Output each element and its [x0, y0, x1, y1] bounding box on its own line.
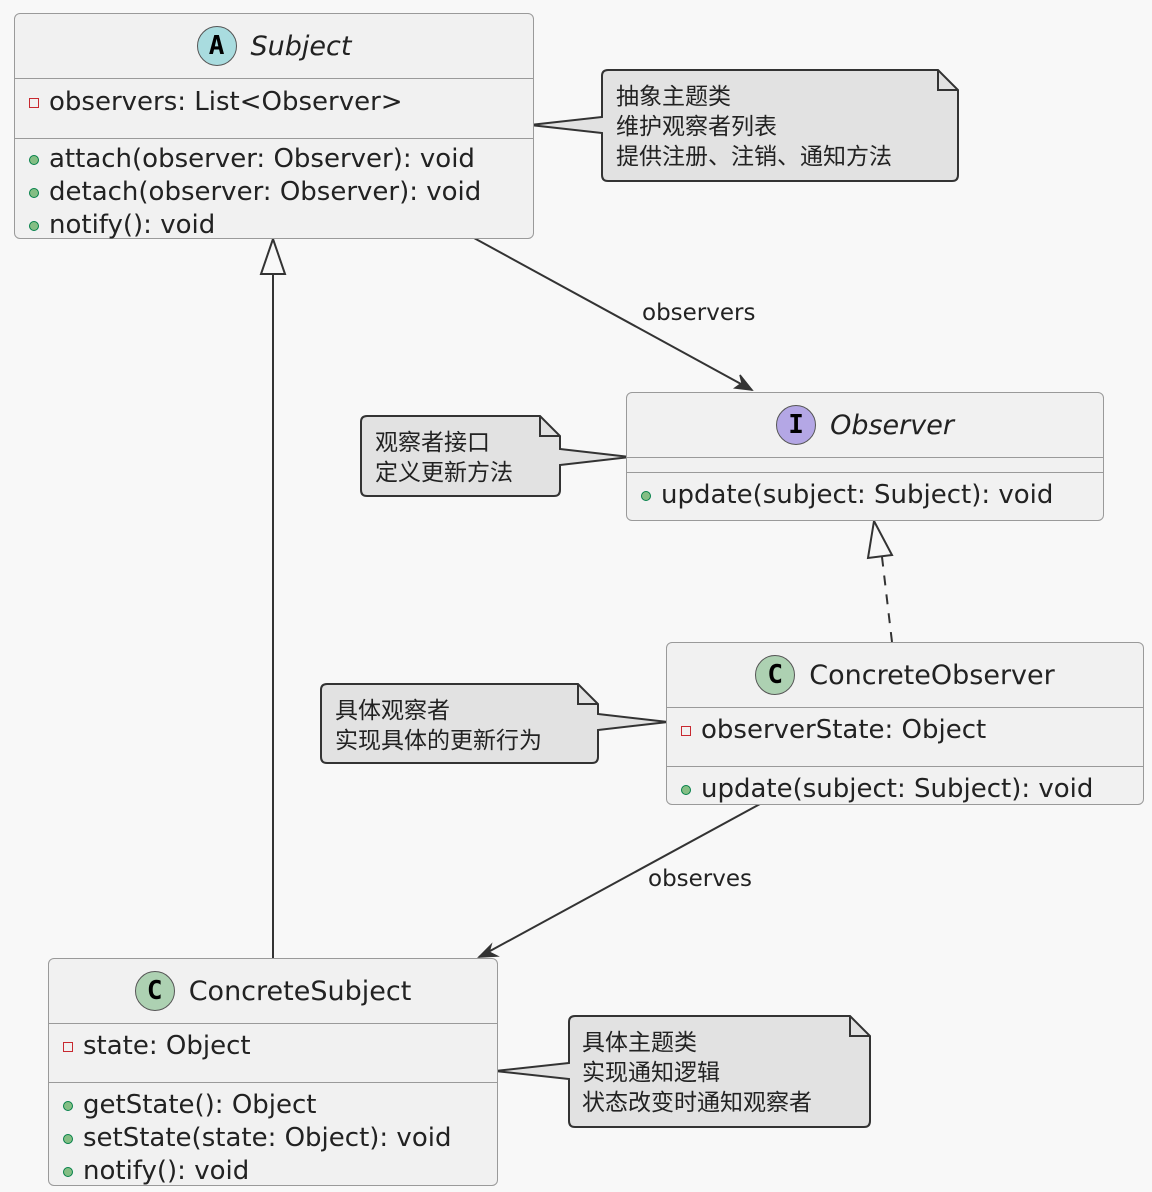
note-line: 维护观察者列表	[616, 114, 777, 140]
note-line: 实现通知逻辑	[582, 1060, 720, 1086]
class-concrete-subject[interactable]: C ConcreteSubject state: Object getState…	[48, 958, 498, 1186]
public-icon	[63, 1166, 73, 1177]
note-observer: 观察者接口 定义更新方法	[363, 420, 525, 496]
note-line: 具体观察者	[335, 698, 450, 724]
note-line: 具体主题类	[582, 1030, 697, 1056]
public-icon	[641, 490, 651, 501]
methods-section: update(subject: Subject): void	[627, 473, 1103, 516]
class-icon: C	[134, 971, 175, 1011]
note-fold-concrete-subject	[849, 1016, 870, 1037]
methods-section: getState(): Object setState(state: Objec…	[49, 1083, 497, 1192]
private-icon	[681, 725, 691, 736]
realization-arrowhead	[866, 517, 894, 560]
public-icon	[29, 220, 39, 231]
method: attach(observer: Observer): void	[29, 143, 533, 176]
note-concrete-subject: 具体主题类 实现通知逻辑 状态改变时通知观察者	[570, 1020, 824, 1126]
arrowhead-observes	[477, 942, 500, 958]
arrowhead-observers	[732, 374, 754, 391]
field: state: Object	[63, 1030, 497, 1063]
field: observers: List<Observer>	[29, 86, 533, 119]
note-line: 实现具体的更新行为	[335, 728, 542, 754]
methods-section: update(subject: Subject): void	[667, 767, 1143, 810]
interface-icon: I	[776, 405, 817, 445]
class-name: ConcreteSubject	[188, 975, 412, 1007]
note-line: 提供注册、注销、通知方法	[616, 144, 892, 170]
class-icon: C	[755, 655, 796, 695]
note-line: 抽象主题类	[616, 84, 731, 110]
class-header: A Subject	[15, 14, 533, 79]
note-fold-concrete-observer	[577, 684, 598, 705]
note-concrete-observer: 具体观察者 实现具体的更新行为	[323, 688, 554, 764]
private-icon	[63, 1041, 73, 1052]
note-fold-observer	[539, 416, 560, 437]
field: observerState: Object	[681, 714, 1143, 747]
abstract-class-icon: A	[196, 26, 237, 66]
note-line: 状态改变时通知观察者	[582, 1090, 812, 1116]
method: getState(): Object	[63, 1089, 497, 1122]
edge-label-observes: observes	[648, 866, 753, 892]
fields-section: observers: List<Observer>	[15, 79, 533, 139]
fields-section: state: Object	[49, 1024, 497, 1083]
method: setState(state: Object): void	[63, 1122, 497, 1155]
edge-label-observers: observers	[642, 300, 756, 326]
class-header: C ConcreteObserver	[667, 643, 1143, 708]
method: notify(): void	[29, 209, 533, 242]
class-header: I Observer	[627, 393, 1103, 458]
class-name: ConcreteObserver	[809, 659, 1055, 691]
public-icon	[681, 784, 691, 795]
public-icon	[63, 1100, 73, 1111]
note-line: 定义更新方法	[375, 460, 513, 486]
method: detach(observer: Observer): void	[29, 176, 533, 209]
class-concrete-observer[interactable]: C ConcreteObserver observerState: Object…	[666, 642, 1144, 805]
methods-section: attach(observer: Observer): void detach(…	[15, 139, 533, 246]
class-observer[interactable]: I Observer update(subject: Subject): voi…	[626, 392, 1104, 521]
class-name: Subject	[250, 30, 352, 62]
fields-section: observerState: Object	[667, 708, 1143, 767]
public-icon	[63, 1133, 73, 1144]
class-subject[interactable]: A Subject observers: List<Observer> atta…	[14, 13, 534, 240]
method: update(subject: Subject): void	[681, 773, 1143, 806]
realization-line	[881, 556, 893, 643]
note-line: 观察者接口	[375, 430, 490, 456]
class-name: Observer	[830, 409, 954, 441]
note-subject: 抽象主题类 维护观察者列表 提供注册、注销、通知方法	[604, 74, 904, 180]
class-header: C ConcreteSubject	[49, 959, 497, 1024]
method: update(subject: Subject): void	[641, 479, 1103, 512]
method: notify(): void	[63, 1155, 497, 1188]
public-icon	[29, 154, 39, 165]
public-icon	[29, 187, 39, 198]
private-icon	[29, 97, 39, 108]
fields-section	[627, 458, 1103, 473]
note-fold-subject	[937, 70, 958, 91]
